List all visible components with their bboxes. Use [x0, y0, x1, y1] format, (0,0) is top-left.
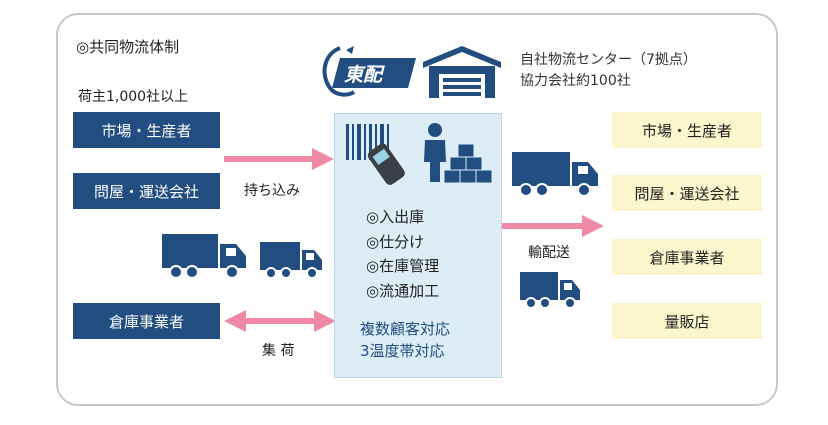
bring-in-label: 持ち込み — [244, 183, 300, 199]
bring-in-arrow — [224, 148, 334, 170]
function-item: ◎在庫管理 — [366, 257, 440, 275]
delivery-arrow — [502, 215, 604, 237]
center-info: 自社物流センター（7拠点） 協力会社約100社 — [520, 50, 697, 92]
right-box-market-producer: 市場・生産者 — [612, 112, 762, 148]
center-info-line: 自社物流センター（7拠点） — [520, 52, 697, 68]
worker-icon — [424, 123, 446, 182]
boxes-icon — [443, 143, 493, 184]
function-item: ◎入出庫 — [366, 208, 425, 226]
function-item: ◎仕分け — [366, 232, 425, 251]
feature-item: 3温度帯対応 — [360, 342, 445, 360]
function-list: ◎入出庫 ◎仕分け ◎在庫管理 ◎流通加工 — [366, 205, 439, 303]
collection-label: 集 荷 — [262, 343, 295, 359]
right-box-warehouse: 倉庫事業者 — [612, 239, 762, 275]
right-box-wholesaler: 問屋・運送会社 — [612, 175, 762, 211]
left-box-wholesaler: 問屋・運送会社 — [73, 173, 220, 209]
truck-icon — [260, 242, 322, 279]
center-info-line: 協力会社約100社 — [520, 73, 631, 89]
barcode-scanner-icon — [346, 124, 405, 185]
truck-icon — [512, 152, 598, 197]
function-item: ◎流通加工 — [366, 281, 440, 300]
logo-mark — [322, 46, 416, 97]
left-box-warehouse: 倉庫事業者 — [73, 303, 220, 339]
delivery-label: 輸配送 — [528, 245, 570, 261]
warehouse-icon — [423, 46, 501, 98]
logo-text: 東配 — [344, 64, 383, 86]
shipper-count: 荷主1,000社以上 — [78, 89, 189, 105]
feature-item: 複数顧客対応 — [360, 320, 451, 338]
right-box-mass-retailer: 量販店 — [612, 303, 762, 339]
left-box-market-producer: 市場・生産者 — [73, 112, 220, 148]
truck-icon — [162, 234, 246, 279]
truck-icon — [520, 272, 580, 309]
collection-arrow — [224, 310, 336, 332]
diagram-title: ◎共同物流体制 — [76, 38, 180, 56]
feature-list: 複数顧客対応 3温度帯対応 — [360, 318, 450, 362]
